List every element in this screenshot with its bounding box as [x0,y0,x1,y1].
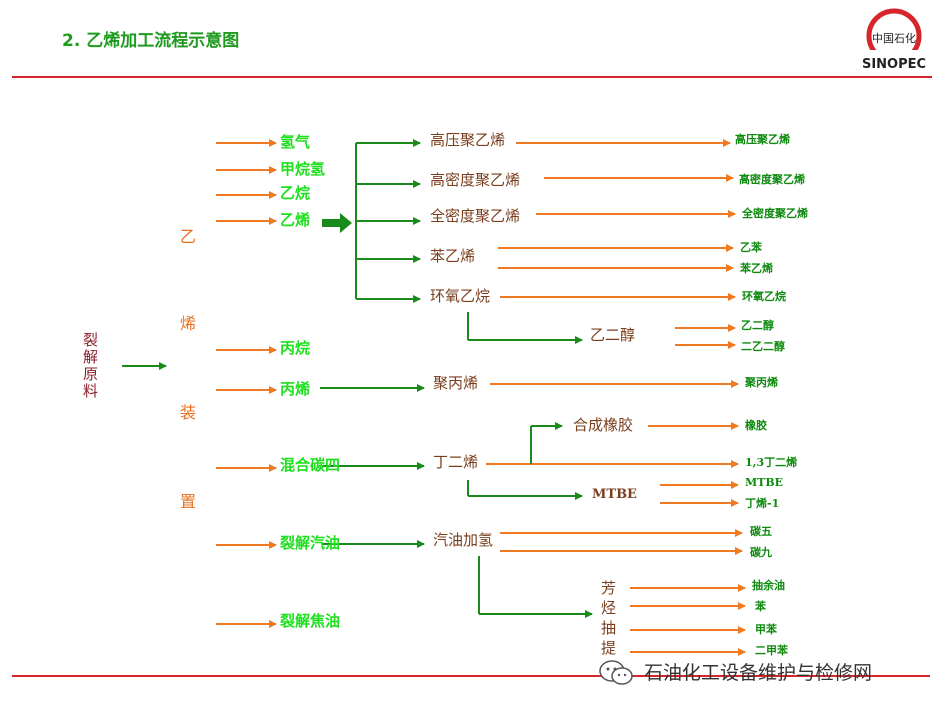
product-ldpe: 高压聚乙烯 [735,133,790,146]
feed-methane-hydrogen: 甲烷氢 [280,160,326,178]
header-rule [12,76,932,78]
logo-brand-text: SINOPEC [862,57,926,72]
intermediate-glycol: 乙二醇 [590,326,636,344]
product-butene-1: 丁烯-1 [745,497,780,510]
raw-material-label: 裂解原料 [83,331,99,400]
product-ethylbenzene: 乙苯 [740,241,762,254]
unit-name-char-4: 置 [180,492,197,511]
unit-name-char-3: 装 [180,403,197,422]
feed-pyrolysis-gasoline: 裂解汽油 [280,534,341,552]
product-raffinate: 抽余油 [752,579,785,592]
intermediate-ldpe: 高压聚乙烯 [430,131,506,149]
intermediate-styrene: 苯乙烯 [430,247,476,265]
product-ethylene-oxide: 环氧乙烷 [742,290,786,303]
product-styrene: 苯乙烯 [740,262,773,275]
aromatics-char-1: 芳 [601,579,617,597]
product-rubber: 橡胶 [745,419,767,432]
unit-name-char-2: 烯 [180,314,197,333]
feed-ethane: 乙烷 [280,184,311,202]
feed-mixed-c4: 混合碳四 [280,456,341,474]
aromatics-char-2: 烃 [601,599,617,617]
intermediate-hdpe: 高密度聚乙烯 [430,171,521,189]
intermediate-mtbe: MTBE [592,487,637,502]
page-title: 2. 乙烯加工流程示意图 [62,31,240,51]
sinopec-logo: 中国石化 SINOPEC [862,8,926,72]
feed-ethylene: 乙烯 [280,211,311,229]
intermediate-polypropylene: 聚丙烯 [433,374,479,392]
product-c9: 碳九 [750,546,772,559]
product-benzene: 苯 [755,600,766,613]
feed-propane: 丙烷 [280,339,311,357]
product-polypropylene: 聚丙烯 [745,376,778,389]
product-fdpe: 全密度聚乙烯 [742,207,808,220]
big-ethylene-arrow [322,213,352,233]
intermediate-synthetic-rubber: 合成橡胶 [573,416,634,434]
unit-name-char-1: 乙 [180,227,197,246]
feed-hydrogen: 氢气 [280,133,311,151]
product-butadiene: 1,3丁二烯 [745,456,798,469]
footer-rule [12,675,930,677]
intermediate-butadiene: 丁二烯 [433,453,479,471]
product-c5: 碳五 [750,525,772,538]
intermediate-ethylene-oxide: 环氧乙烷 [430,287,491,305]
watermark-text: 石油化工设备维护与检修网 [644,662,873,684]
product-toluene: 甲苯 [755,623,777,636]
connectors [122,139,746,656]
product-xylene: 二甲苯 [755,644,788,657]
product-hdpe: 高密度聚乙烯 [739,173,805,186]
product-glycol: 乙二醇 [741,319,774,332]
feed-pyrolysis-tar: 裂解焦油 [280,612,341,630]
aromatics-char-4: 提 [601,639,617,657]
logo-top-text: 中国石化 [872,31,916,45]
aromatics-char-3: 抽 [601,619,617,637]
feed-propylene: 丙烯 [280,380,311,398]
intermediate-fdpe: 全密度聚乙烯 [430,207,521,225]
wechat-icon [599,660,633,685]
product-diethylene-glycol: 二乙二醇 [741,340,785,353]
intermediate-gasoline-hydrogenation: 汽油加氢 [433,531,494,549]
product-mtbe: MTBE [745,476,784,489]
